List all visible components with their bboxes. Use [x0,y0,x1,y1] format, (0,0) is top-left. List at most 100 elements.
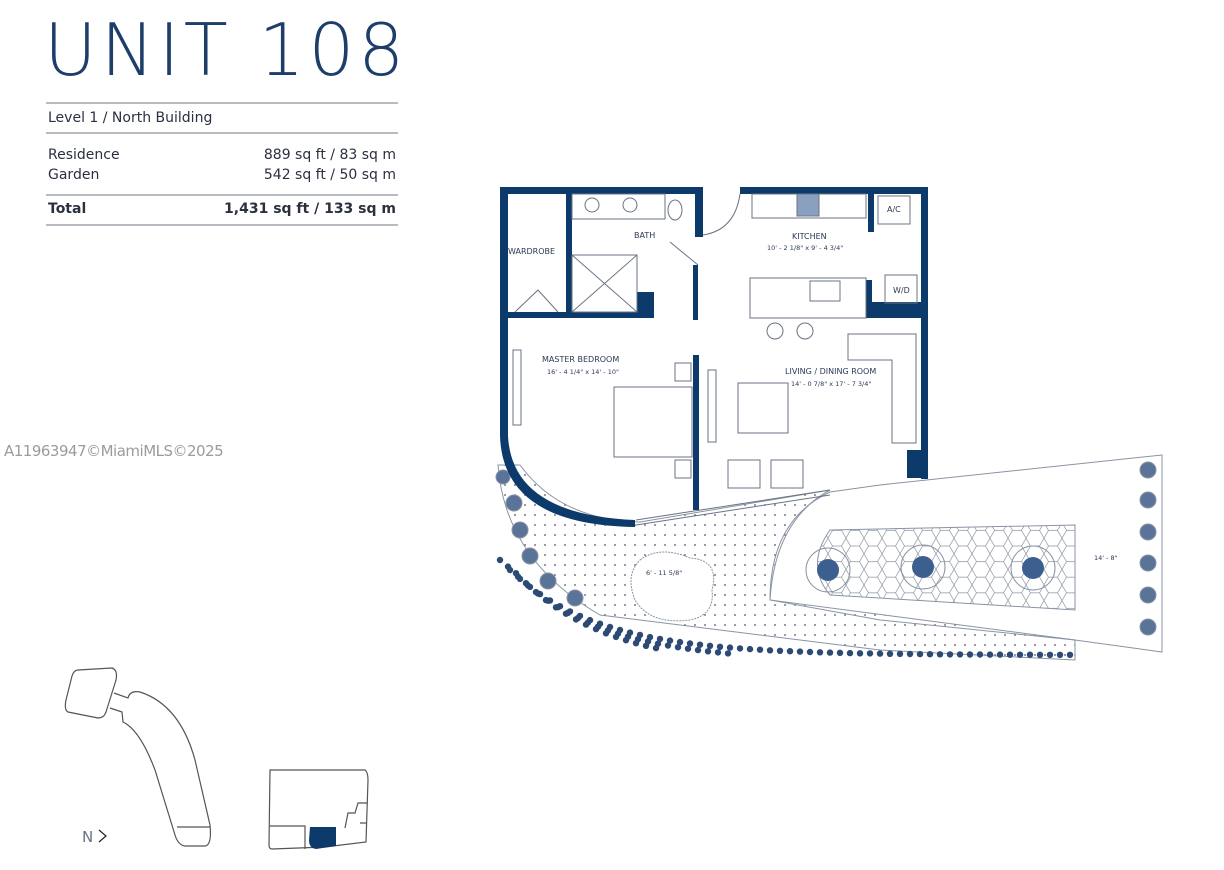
room-labels: WARDROBE BATH KITCHEN 10' - 2 1/8" x 9' … [508,205,910,388]
unit-title: UNIT 108 [44,8,409,92]
pebble [926,651,934,658]
planter-circles [495,461,1157,636]
room-label-living-dining: LIVING / DINING ROOM [785,367,876,376]
unit-highlight [309,827,336,849]
pebble [504,563,512,570]
north-label: N [82,828,93,846]
area-value: 542 sq ft / 50 sq m [263,167,396,183]
pebble [826,649,834,656]
pebble [512,570,520,577]
room-label-wardrobe: WARDROBE [508,247,555,256]
pebble [664,642,672,649]
divider [46,102,398,104]
north-arrow-icon [98,829,107,843]
pebble [582,621,590,628]
area-label: Residence [48,147,120,163]
pebble [856,650,864,657]
pebble [1026,651,1034,658]
area-row-garden: Garden 542 sq ft / 50 sq m [48,167,396,183]
pebble [696,641,704,648]
building-key-plan [268,769,369,850]
pebble [686,640,694,647]
room-label-bath: BATH [634,231,655,240]
pebble [632,640,640,647]
pebble [1066,651,1074,658]
pebble [726,644,734,651]
area-row-residence: Residence 889 sq ft / 83 sq m [48,147,396,163]
pebble [1046,651,1054,658]
pebble [674,644,682,651]
pebble [986,651,994,658]
pebble [896,650,904,658]
pebble [956,651,964,658]
pebble [656,635,664,643]
pebble [592,625,600,633]
kitchen-dimension: 10' - 2 1/8" x 9' - 4 3/4" [767,244,843,252]
pebble [496,556,504,564]
pebble [642,642,650,649]
terrace: 14' - 8" [769,454,1163,653]
pebble [996,651,1004,658]
pebble [936,651,944,658]
watermark: A11963947©MiamiMLS©2025 [4,442,224,460]
pebble [612,633,620,641]
living-dining-dimension: 14' - 0 7/8" x 17' - 7 3/4" [791,380,871,388]
garden-dimension: 6' - 11 5/8" [646,569,682,577]
terrace-dimension: 14' - 8" [1094,554,1118,562]
pebble [666,637,674,644]
pebble [756,646,764,653]
fixtures [512,193,918,526]
pebble [946,651,954,658]
pebble [866,650,874,657]
pebble [522,580,530,587]
pebble [684,645,692,652]
pebble [746,645,754,653]
pebble [886,650,894,657]
pebble [1016,651,1024,658]
pebble [1036,651,1044,658]
pebble [846,649,854,657]
room-label-kitchen: KITCHEN [792,232,827,241]
pebble [736,645,744,652]
location-label: Level 1 / North Building [48,110,213,126]
pebble [562,610,570,617]
pebble [552,604,560,611]
pebble [542,596,550,604]
pebble [714,649,722,656]
pebble [966,651,974,658]
pebble [704,648,712,655]
pebble [776,647,784,654]
room-label-master-bedroom: MASTER BEDROOM [542,355,619,364]
total-value: 1,431 sq ft / 133 sq m [224,201,396,217]
location-row: Level 1 / North Building [48,110,396,126]
pebble [806,648,814,656]
room-label-wd: W/D [893,286,910,295]
divider [46,132,398,134]
pebble [876,650,884,657]
pebble [572,616,580,623]
area-label: Garden [48,167,100,183]
pebble [532,588,540,596]
pebble [796,648,804,655]
total-label: Total [48,201,87,217]
divider [46,194,398,196]
divider [46,224,398,226]
site-key-plan: N [64,667,212,847]
garden: 6' - 11 5/8" [495,461,1157,661]
pebble [836,649,844,656]
pebble [694,646,702,654]
pebble [602,630,610,637]
pebble [916,650,924,658]
pebble [622,637,630,644]
pebble [766,647,774,654]
pebble [676,638,684,646]
pebble [816,649,824,656]
pebble [786,648,794,655]
pebble [1056,651,1064,658]
area-value: 889 sq ft / 83 sq m [263,147,396,163]
pebble [652,644,660,652]
walls [500,187,928,527]
master-bedroom-dimension: 16' - 4 1/4" x 14' - 10" [547,368,619,376]
pebble-border [496,556,1074,658]
